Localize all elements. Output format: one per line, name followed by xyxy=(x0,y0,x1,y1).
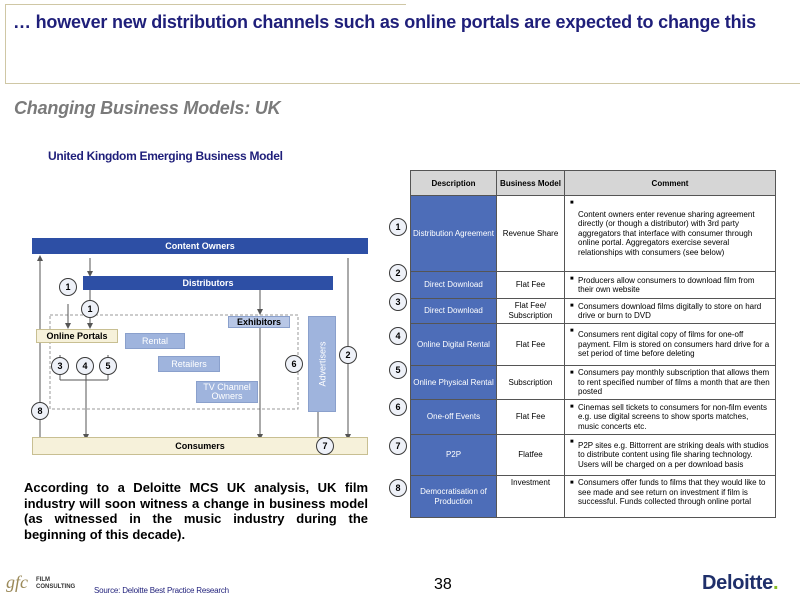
row-comment: Consumers offer funds to films that they… xyxy=(564,475,776,518)
table-row: Online Physical Rental Subscription Cons… xyxy=(410,365,776,400)
row-model: Flat Fee xyxy=(496,271,565,299)
diagram-badge-6: 6 xyxy=(285,355,303,373)
row-description: Distribution Agreement xyxy=(410,195,497,272)
row-model: Flatfee xyxy=(496,434,565,476)
online-portals-box: Online Portals xyxy=(36,329,118,343)
row-model: Investment xyxy=(496,475,565,518)
diagram-badge-5: 5 xyxy=(99,357,117,375)
header-description: Description xyxy=(410,170,497,196)
table-badge: 4 xyxy=(389,327,407,345)
table-badge: 2 xyxy=(389,264,407,282)
table-badge: 5 xyxy=(389,361,407,379)
exhibitors-box: Exhibitors xyxy=(228,316,290,328)
row-comment: Cinemas sell tickets to consumers for no… xyxy=(564,399,776,435)
table-badge: 6 xyxy=(389,398,407,416)
row-description: Online Digital Rental xyxy=(410,323,497,366)
row-description: Direct Download xyxy=(410,271,497,299)
table-row: Direct Download Flat Fee Producers allow… xyxy=(410,271,776,299)
business-model-table: Description Business Model Comment Distr… xyxy=(410,170,776,518)
table-row: Online Digital Rental Flat Fee Consumers… xyxy=(410,323,776,366)
header-comment: Comment xyxy=(564,170,776,196)
deloitte-wordmark: Deloitte xyxy=(702,572,773,594)
row-description: Democratisation of Production xyxy=(410,475,497,518)
table-badge: 3 xyxy=(389,293,407,311)
table-badge: 8 xyxy=(389,479,407,497)
advertisers-label: Advertisers xyxy=(317,341,328,387)
deloitte-dot: . xyxy=(772,572,779,594)
content-owners-box: Content Owners xyxy=(32,238,368,254)
table-badge: 1 xyxy=(389,218,407,236)
table-row: Direct Download Flat Fee/ Subscription C… xyxy=(410,298,776,324)
row-model: Subscription xyxy=(496,365,565,400)
distributors-box: Distributors xyxy=(83,276,333,290)
row-model: Revenue Share xyxy=(496,195,565,272)
diagram-badge-7: 7 xyxy=(316,437,334,455)
table-row: One-off Events Flat Fee Cinemas sell tic… xyxy=(410,399,776,435)
row-model: Flat Fee xyxy=(496,323,565,366)
header-business-model: Business Model xyxy=(496,170,565,196)
row-description: P2P xyxy=(410,434,497,476)
film-consulting-logo: FILM CONSULTING xyxy=(36,577,76,590)
page-title: … however new distribution channels such… xyxy=(13,12,756,32)
row-comment: Consumers download films digitally to st… xyxy=(564,298,776,324)
row-comment: Producers allow consumers to download fi… xyxy=(564,271,776,299)
table-row: Democratisation of Production Investment… xyxy=(410,475,776,518)
advertisers-box: Advertisers xyxy=(308,316,336,412)
diagram-badge-1: 1 xyxy=(59,278,77,296)
diagram-title: United Kingdom Emerging Business Model xyxy=(48,149,283,163)
page-number: 38 xyxy=(434,576,452,593)
row-description: Direct Download xyxy=(410,298,497,324)
table-row: P2P Flatfee P2P sites e.g. Bittorrent ar… xyxy=(410,434,776,476)
row-description: Online Physical Rental xyxy=(410,365,497,400)
row-description: One-off Events xyxy=(410,399,497,435)
row-model: Flat Fee/ Subscription xyxy=(496,298,565,324)
consumers-box: Consumers xyxy=(32,437,368,455)
table-badge: 7 xyxy=(389,437,407,455)
analysis-text: According to a Deloitte MCS UK analysis,… xyxy=(24,480,368,542)
retailers-box: Retailers xyxy=(158,356,220,372)
source-note: Source: Deloitte Best Practice Research xyxy=(94,586,229,595)
page-subtitle: Changing Business Models: UK xyxy=(14,98,281,118)
row-comment: Consumers rent digital copy of films for… xyxy=(564,323,776,366)
rental-box: Rental xyxy=(125,333,185,349)
gfc-logo: gfc xyxy=(6,572,28,592)
title-box xyxy=(5,4,800,84)
diagram-badge-3: 3 xyxy=(51,357,69,375)
business-model-diagram: Content Owners Distributors Exhibitors O… xyxy=(28,232,368,462)
diagram-badge-1b: 1 xyxy=(81,300,99,318)
diagram-badge-4: 4 xyxy=(76,357,94,375)
row-comment: Consumers pay monthly subscription that … xyxy=(564,365,776,400)
diagram-badge-8: 8 xyxy=(31,402,49,420)
diagram-badge-2: 2 xyxy=(339,346,357,364)
row-comment: P2P sites e.g. Bittorrent are striking d… xyxy=(564,434,776,476)
table-row: Distribution Agreement Revenue Share Con… xyxy=(410,195,776,272)
row-model: Flat Fee xyxy=(496,399,565,435)
row-comment: Content owners enter revenue sharing agr… xyxy=(564,195,776,272)
tv-channel-owners-box: TV Channel Owners xyxy=(196,381,258,403)
deloitte-logo: Deloitte. xyxy=(702,572,779,595)
table-header-row: Description Business Model Comment xyxy=(410,170,776,196)
